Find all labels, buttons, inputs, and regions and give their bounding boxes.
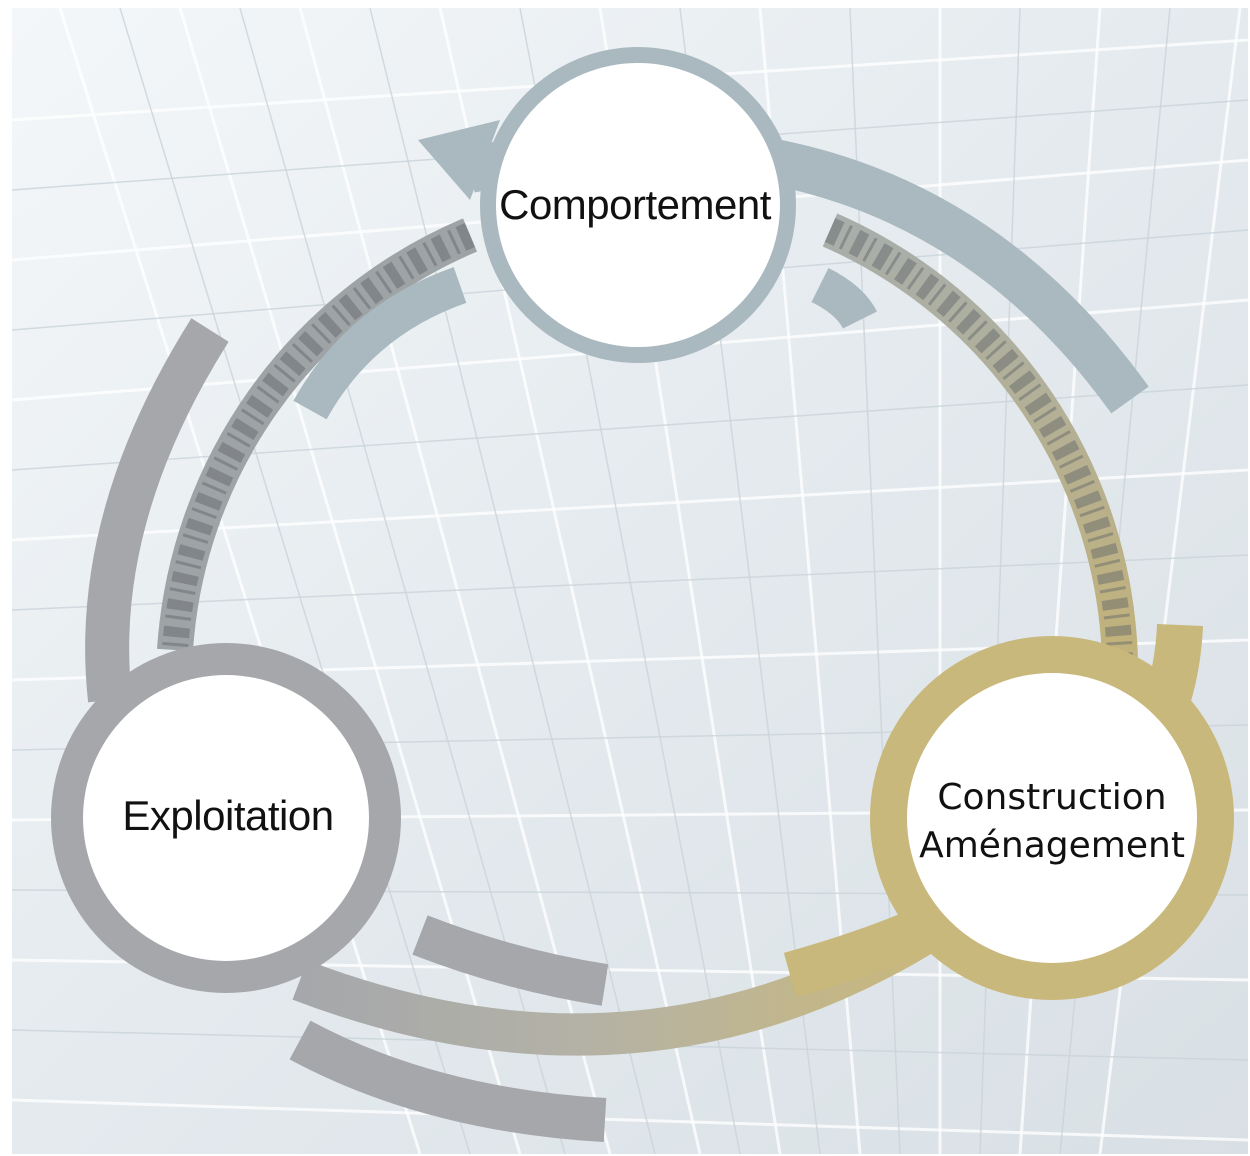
inner-arc-comportement-left [293,267,467,420]
node-label-comportement: Comportement [498,160,772,250]
inner-arc-comportement-right [811,268,877,330]
ring-arc-right-texture [824,218,1133,661]
node-text-construction-line2: Aménagement [919,825,1185,866]
ring-arc-right [822,213,1138,661]
node-label-exploitation: Exploitation [90,770,366,862]
disc-comportement [496,63,780,347]
arrow-head-comportement [418,120,500,200]
node-text-exploitation: Exploitation [122,792,334,839]
inner-arc-exploitation [412,915,609,1006]
node-label-construction: Construction Aménagement [900,762,1204,882]
disc-exploitation [83,675,369,961]
node-text-comportement: Comportement [499,181,771,228]
inner-arc-exploitation-outer [289,1020,607,1142]
arrow-arc-exploitation [85,318,229,703]
ring-arc-left [157,218,478,652]
disc-construction [907,673,1197,963]
node-text-construction-line1: Construction [937,777,1167,818]
